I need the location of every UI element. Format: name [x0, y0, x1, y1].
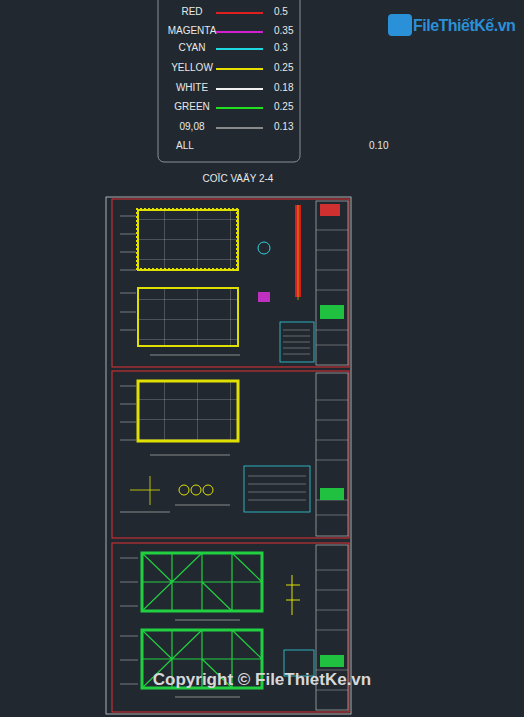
- legend-value: 0.3: [274, 42, 288, 54]
- legend-swatch: [216, 88, 263, 90]
- legend-value: 0.25: [274, 101, 293, 113]
- legend-text: RED: [181, 6, 202, 18]
- legend-text: 09,08: [179, 121, 204, 133]
- legend-text: GREEN: [174, 101, 210, 113]
- legend-value: 0.10: [369, 140, 388, 152]
- sheet-title: COÏC VAÄY 2-4: [203, 173, 274, 185]
- legend-swatch: [216, 107, 263, 109]
- legend-value: 0.25: [274, 62, 293, 74]
- legend-text: YELLOW: [171, 62, 213, 74]
- legend-swatch: [216, 31, 263, 33]
- watermark: FileThiếtKế.vn: [413, 16, 515, 36]
- legend-value: 0.35: [274, 25, 293, 37]
- legend-value: ALL: [176, 140, 194, 152]
- legend-text: CYAN: [178, 42, 205, 54]
- legend-text: MAGENTA: [168, 25, 217, 37]
- legend-value: 0.13: [274, 121, 293, 133]
- copyright-watermark: Copyright © FileThietKe.vn: [153, 670, 371, 690]
- legend-swatch: [216, 68, 263, 70]
- legend-value: 0.18: [274, 82, 293, 94]
- legend-swatch: [216, 48, 263, 50]
- legend-swatch: [216, 12, 263, 14]
- legend-swatch: [216, 127, 263, 129]
- legend-text: WHITE: [176, 82, 208, 94]
- legend-value: 0.5: [274, 6, 288, 18]
